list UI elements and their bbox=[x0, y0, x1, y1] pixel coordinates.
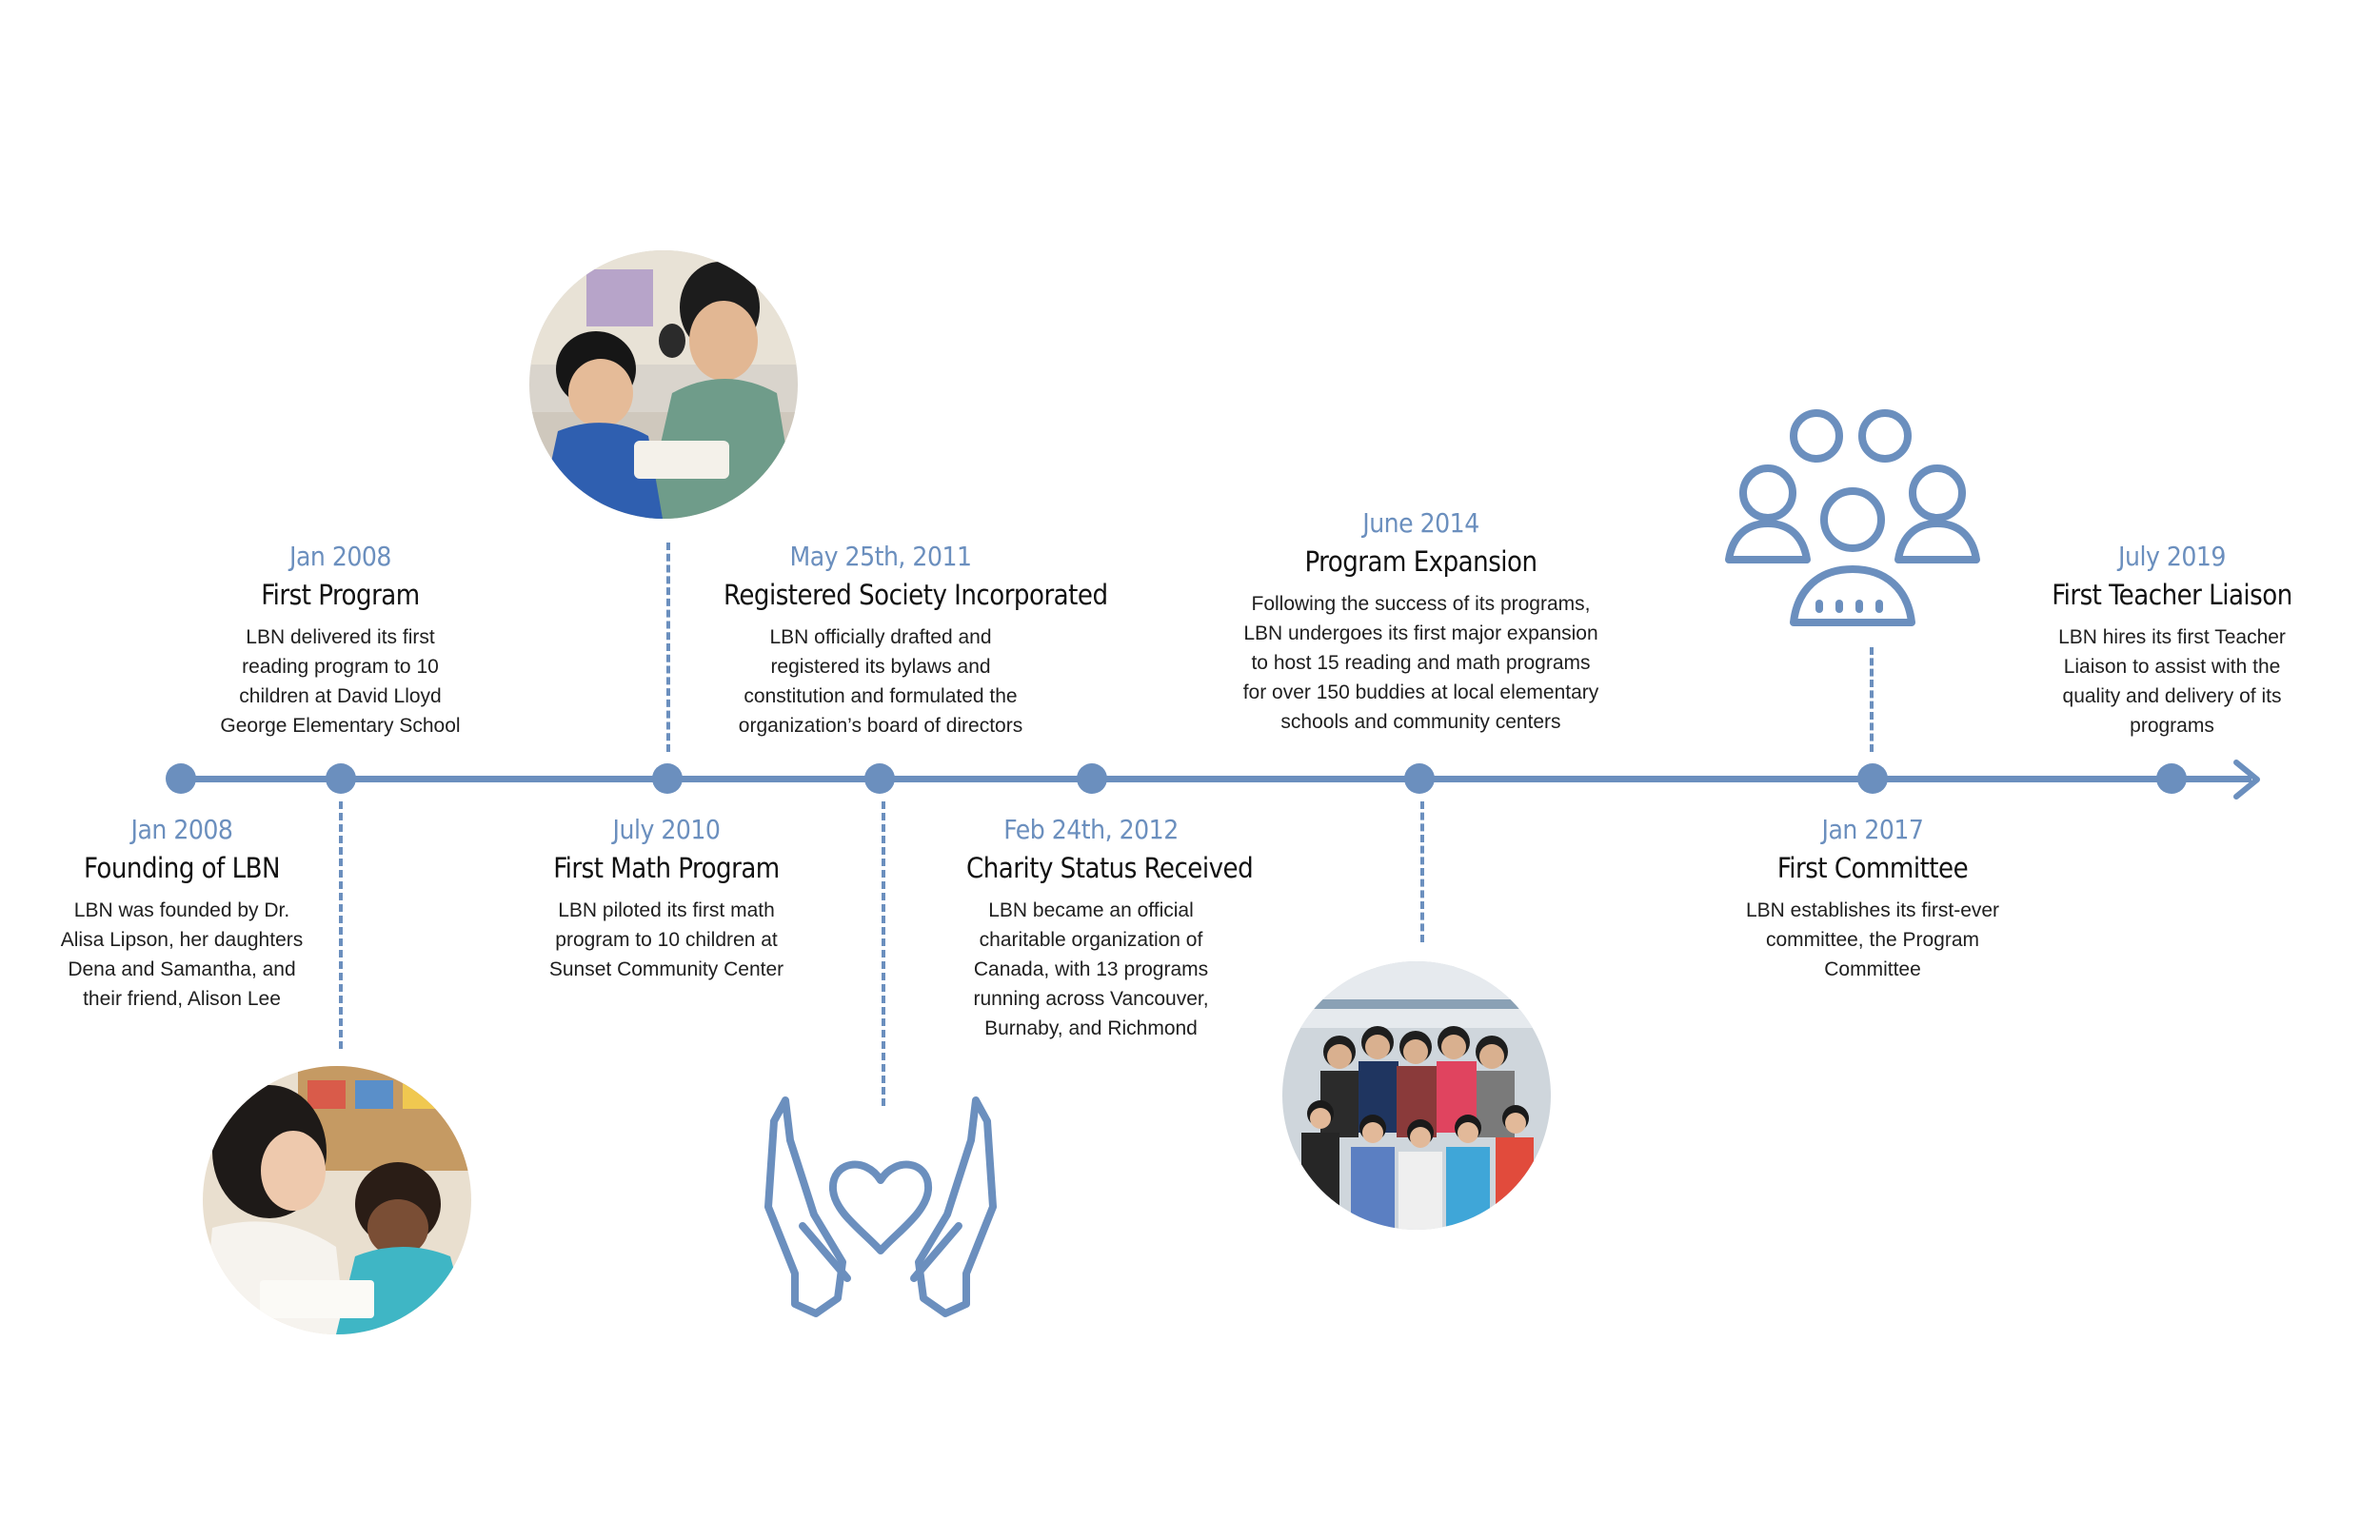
timeline-dot-8 bbox=[2156, 763, 2187, 794]
connector-first-committee bbox=[1870, 647, 1874, 752]
event-charity-status: Feb 24th, 2012 Charity Status Received L… bbox=[966, 814, 1254, 1043]
people-group-icon bbox=[1725, 407, 1982, 626]
event-date: May 25th, 2011 bbox=[789, 541, 972, 572]
timeline-dot-5 bbox=[1077, 763, 1107, 794]
event-description: Following the success of its programs, L… bbox=[1242, 593, 1599, 733]
event-title: First Math Program bbox=[553, 852, 780, 884]
event-description: LBN officially drafted and registered it… bbox=[738, 626, 1023, 737]
event-description: LBN piloted its first math program to 10… bbox=[548, 899, 784, 980]
timeline-dot-6 bbox=[1404, 763, 1435, 794]
event-description: LBN became an official charitable organi… bbox=[973, 899, 1209, 1039]
event-title: Charity Status Received bbox=[966, 852, 1254, 884]
event-title: First Committee bbox=[1776, 852, 1969, 884]
event-title: First Teacher Liaison bbox=[2052, 579, 2292, 611]
event-program-expansion: June 2014 Program Expansion Following th… bbox=[1238, 507, 1604, 737]
event-description: LBN delivered its first reading program … bbox=[220, 626, 461, 737]
event-first-committee: Jan 2017 First Committee LBN establishes… bbox=[1744, 814, 2001, 984]
timeline-dot-3 bbox=[652, 763, 683, 794]
event-description: LBN establishes its first-ever committee… bbox=[1745, 899, 2000, 980]
event-registered-society: May 25th, 2011 Registered Society Incorp… bbox=[724, 541, 1108, 740]
event-date: July 2019 bbox=[2118, 541, 2226, 572]
event-date: Feb 24th, 2012 bbox=[1003, 814, 1179, 845]
connector-program-expansion bbox=[1420, 801, 1424, 942]
event-date: Jan 2008 bbox=[289, 541, 391, 572]
photo-tutoring-math bbox=[529, 250, 798, 519]
event-description: LBN hires its first Teacher Liaison to a… bbox=[2058, 626, 2286, 737]
event-title: Program Expansion bbox=[1304, 545, 1537, 578]
timeline-dot-4 bbox=[864, 763, 895, 794]
connector-first-program bbox=[339, 801, 343, 1049]
event-founding: Jan 2008 Founding of LBN LBN was founded… bbox=[57, 814, 307, 1014]
timeline-axis bbox=[181, 776, 2251, 782]
arrow-right-icon bbox=[2223, 755, 2272, 804]
connector-registered-society bbox=[882, 801, 885, 1106]
event-title: Registered Society Incorporated bbox=[724, 579, 1108, 611]
event-date: Jan 2017 bbox=[1821, 814, 1924, 845]
event-description: LBN was founded by Dr. Alisa Lipson, her… bbox=[60, 899, 304, 1010]
event-date: Jan 2008 bbox=[130, 814, 233, 845]
hands-heart-icon bbox=[757, 1093, 1004, 1321]
event-date: June 2014 bbox=[1362, 507, 1479, 539]
event-first-math: July 2010 First Math Program LBN piloted… bbox=[547, 814, 785, 984]
timeline-dot-2 bbox=[326, 763, 356, 794]
connector-first-math bbox=[666, 543, 670, 752]
event-first-teacher-liaison: July 2019 First Teacher Liaison LBN hire… bbox=[2051, 541, 2293, 740]
photo-group-buddies bbox=[1282, 961, 1551, 1230]
event-title: Founding of LBN bbox=[83, 852, 281, 884]
timeline-dot-1 bbox=[166, 763, 196, 794]
event-title: First Program bbox=[261, 579, 420, 611]
event-date: July 2010 bbox=[612, 814, 721, 845]
timeline-dot-7 bbox=[1857, 763, 1888, 794]
photo-tutoring-reading bbox=[203, 1066, 471, 1334]
event-first-program: Jan 2008 First Program LBN delivered its… bbox=[219, 541, 462, 740]
